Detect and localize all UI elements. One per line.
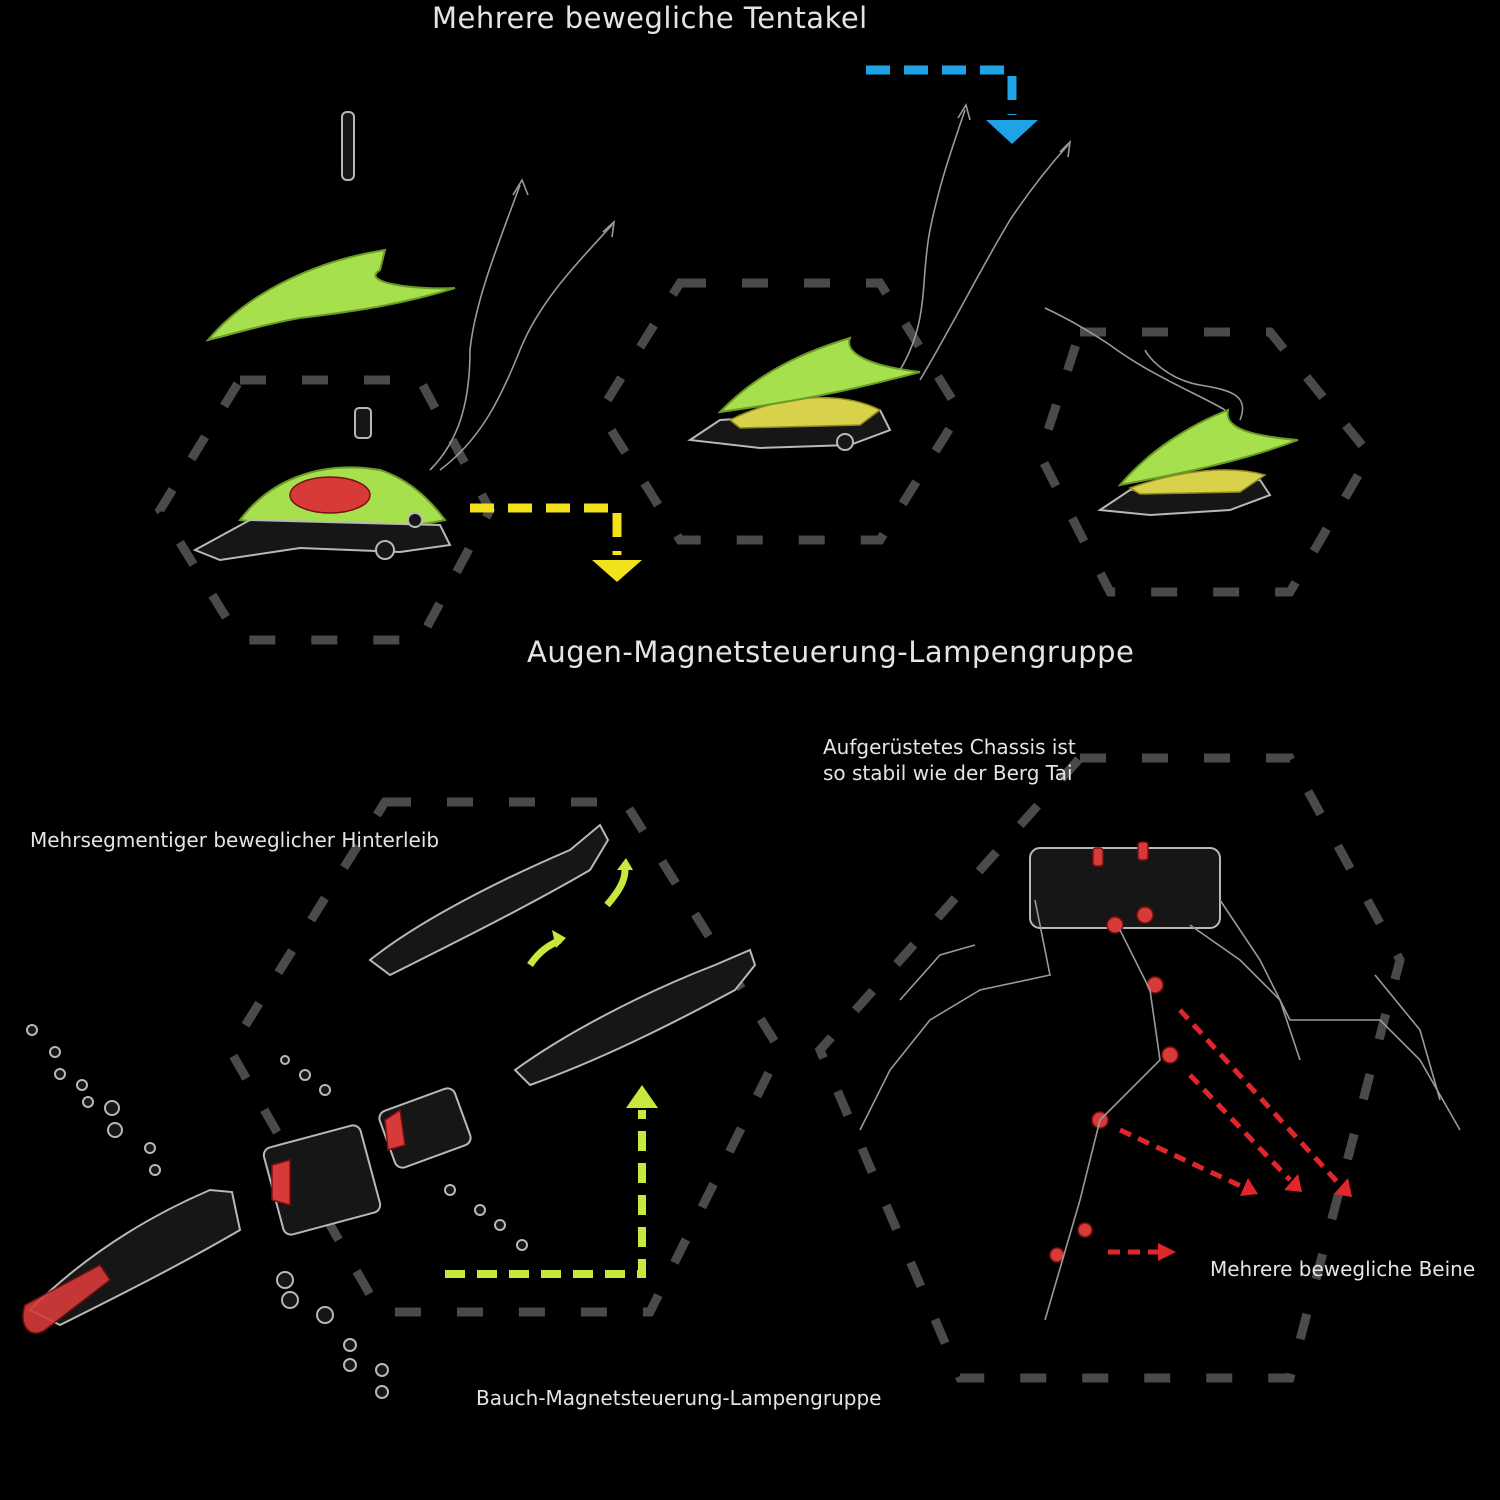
red-joint (1106, 916, 1124, 934)
red-dashed-arrow (1178, 1008, 1342, 1187)
label-legs: Mehrere bewegliche Beine (1210, 1257, 1476, 1281)
hex-frame-1 (154, 375, 496, 645)
red-joint (1077, 1222, 1093, 1238)
tentacle-tip (957, 102, 971, 121)
red-arrow-head (1240, 1178, 1258, 1196)
curved-arrow-head (617, 858, 633, 870)
pin-part (341, 111, 355, 181)
red-dashed-arrow (1118, 1127, 1247, 1191)
tentacle-left-a (429, 184, 521, 471)
label-eye-lamp-group: Augen-Magnetsteuerung-Lampengruppe (527, 635, 1135, 669)
wheel (836, 433, 854, 451)
body-shell (1117, 408, 1299, 487)
body-shell (728, 396, 882, 429)
red-arrow-head (1334, 1178, 1352, 1197)
head-red-trim (384, 1108, 406, 1151)
tentacle-tip (602, 219, 616, 238)
abdomen-assembled-lower (513, 948, 757, 1087)
red-joint (1136, 906, 1154, 924)
tentacle-left-b (439, 224, 613, 471)
red-arrow-head (1284, 1174, 1302, 1192)
label-chassis-line1: Aufgerüstetes Chassis ist (823, 735, 1076, 759)
label-belly-lamp-group: Bauch-Magnetsteuerung-Lampengruppe (476, 1386, 882, 1410)
body-shell (1128, 469, 1267, 495)
top-left-model (192, 111, 616, 562)
lime-dashed-arrow (445, 1110, 646, 1278)
red-arrow-head (1158, 1243, 1176, 1261)
red-joint (1092, 847, 1104, 867)
label-abdomen: Mehrsegmentiger beweglicher Hinterleib (30, 828, 440, 852)
yellow-dashed-arrow (470, 503, 622, 555)
hex-frame-3 (1035, 327, 1376, 597)
tentacle-tip (512, 178, 529, 196)
red-joint (1137, 841, 1149, 861)
curved-arrow-head (552, 930, 566, 948)
leg-right (1219, 899, 1461, 1131)
red-tail-piece (22, 1264, 112, 1334)
leg-front-right (1189, 924, 1301, 1061)
blue-dashed-arrow (866, 65, 1017, 115)
segment-red-trim (271, 1159, 291, 1206)
blue-arrow-head (986, 120, 1038, 144)
claw (1374, 974, 1441, 1101)
spider-chassis (859, 841, 1461, 1321)
tentacle-left-b (919, 144, 1069, 381)
top-shell-piece (205, 248, 456, 342)
yellow-arrow-head (592, 560, 642, 582)
top-middle-model (687, 102, 1072, 451)
lamp-cylinder-part (354, 407, 372, 439)
top-right-model (1044, 307, 1299, 517)
red-joint (1161, 1046, 1179, 1064)
hex-frame-2 (594, 278, 966, 545)
label-chassis-line2: so stabil wie der Berg Tai (823, 761, 1073, 785)
red-core (289, 476, 371, 514)
red-dashed-arrow (1188, 1073, 1292, 1182)
hex-frame-5 (814, 753, 1405, 1383)
chassis-body (1029, 847, 1221, 929)
wheel (375, 540, 395, 560)
loose-parts (276, 1055, 528, 1399)
hex-frame-4 (224, 797, 786, 1317)
claw (899, 944, 976, 1001)
label-tentacles: Mehrere bewegliche Tentakel (432, 1, 868, 35)
tentacle-tip (1059, 139, 1072, 158)
abdomen-assembled-upper (368, 823, 610, 977)
leg-front-left (1044, 929, 1161, 1321)
abdomen-exploded (22, 823, 757, 1399)
curved-arrow-up (604, 869, 629, 908)
wheel (407, 512, 423, 528)
lime-arrow-head (626, 1085, 658, 1108)
leg-left (859, 899, 1051, 1131)
tentacle-left-a (899, 109, 966, 371)
screw-chain (26, 1024, 161, 1176)
tentacle-folded (1044, 307, 1226, 411)
body-shell (717, 336, 921, 414)
tentacle-folded (1144, 349, 1244, 421)
